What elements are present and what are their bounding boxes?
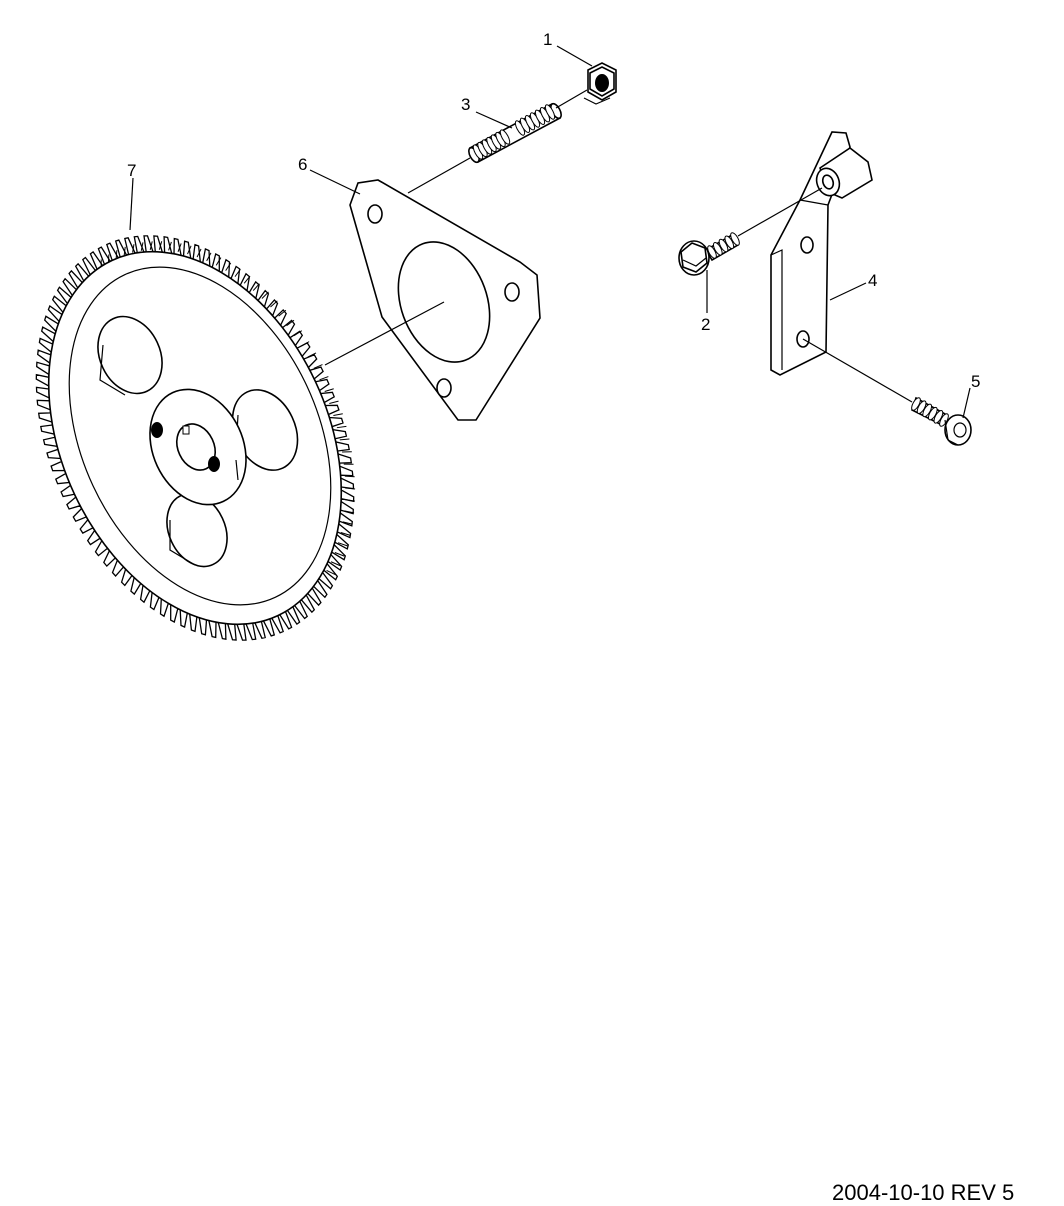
flange-bolt-part-2: [679, 231, 741, 275]
callout-1: 1: [543, 30, 552, 49]
callout-6: 6: [298, 155, 307, 174]
gasket-part-6: [350, 180, 540, 420]
gear-tooth-edge: [345, 476, 355, 477]
hex-nut-part-1: [584, 63, 616, 104]
gear-tooth-edge: [337, 426, 347, 427]
callout-3: 3: [461, 95, 470, 114]
gear-tooth-edge: [333, 414, 342, 416]
callout-2: 2: [701, 315, 710, 334]
revision-stamp: 2004-10-10 REV 5: [832, 1180, 1014, 1206]
screw-part-5: [910, 396, 971, 445]
gear-tooth-edge: [329, 401, 338, 403]
gear-part-7: [0, 204, 398, 672]
callout-7: 7: [127, 161, 136, 180]
bracket-part-4: [771, 132, 872, 375]
stud-part-3: [467, 102, 564, 164]
callout-4: 4: [868, 271, 877, 290]
gear-tooth-edge: [340, 439, 350, 440]
gear-tooth-edge: [116, 250, 117, 258]
callout-5: 5: [971, 372, 980, 391]
gear-tooth-edge: [325, 389, 334, 392]
